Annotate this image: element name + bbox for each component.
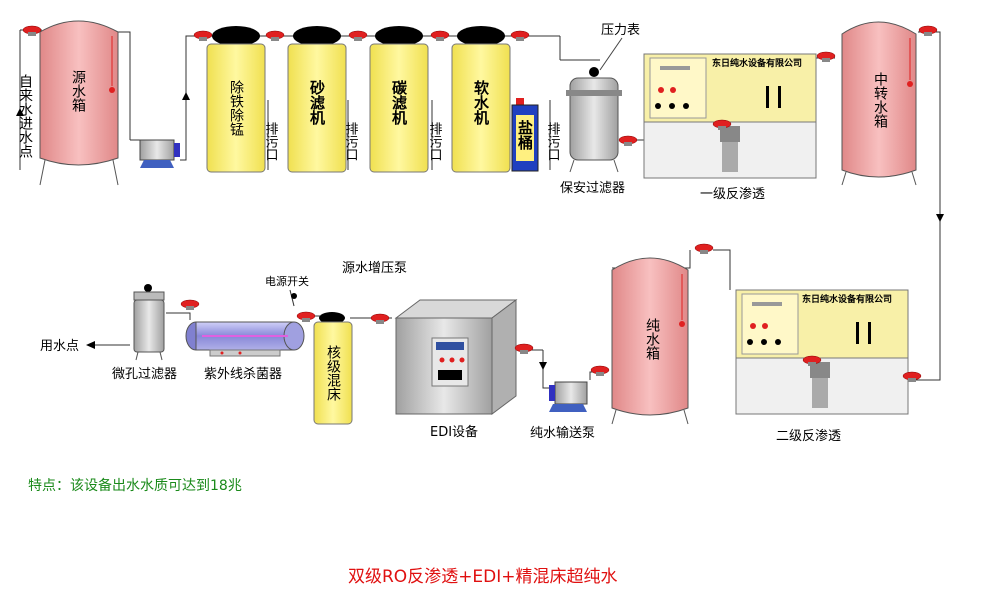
- ro-unit-1: 东日纯水设备有限公司: [643, 53, 817, 179]
- security-filter: [566, 67, 622, 173]
- ro-unit-2: 东日纯水设备有限公司: [735, 289, 909, 415]
- arrow-left-icon: [86, 341, 95, 349]
- valve-icon: [816, 51, 836, 63]
- valve-icon: [296, 311, 316, 323]
- edi-unit: [394, 299, 518, 415]
- valve-icon: [694, 243, 714, 255]
- valve-icon: [370, 313, 390, 325]
- salt-bucket-label: 盐桶: [516, 119, 534, 151]
- ro2-label: 二级反渗透: [776, 429, 841, 444]
- security-filter-label: 保安过滤器: [560, 181, 625, 196]
- arrow-down-icon: [936, 214, 944, 222]
- ro1-plate: 东日纯水设备有限公司: [712, 57, 802, 69]
- flow-arrows: [16, 92, 944, 370]
- ro2-plate: 东日纯水设备有限公司: [802, 293, 892, 305]
- carbon-filter-label: 碳滤机: [390, 79, 408, 126]
- drain-label-1: 排污口: [263, 122, 279, 161]
- micro-filter: [133, 284, 165, 361]
- arrow-up-icon: [182, 92, 190, 100]
- arrow-up-icon: [16, 108, 24, 116]
- arrow-down-icon: [539, 362, 547, 370]
- pure-tank: 纯水箱: [611, 257, 689, 425]
- intermediate-tank: 中转水箱: [841, 21, 917, 186]
- valve-icon: [22, 25, 42, 37]
- valve-icon: [514, 343, 534, 355]
- filter-carbon: 碳滤机: [369, 26, 429, 173]
- pure-water-pump-icon: [549, 381, 588, 412]
- pure-pump-label: 纯水输送泵: [530, 425, 595, 441]
- tap-water-label: 自来水进水点: [17, 74, 33, 158]
- gauge-icon: [144, 284, 152, 292]
- filter-iron-manganese: 除铁除锰: [206, 26, 266, 173]
- use-point-label: 用水点: [40, 339, 79, 354]
- drain-label-4: 排污口: [545, 122, 561, 161]
- filter-sand: 砂滤机: [287, 26, 347, 173]
- mixed-bed-label: 核级混床: [325, 345, 341, 401]
- pure-tank-label: 纯水箱: [644, 318, 660, 360]
- uv-sterilizer: [185, 321, 305, 357]
- intermediate-tank-label: 中转水箱: [872, 72, 888, 128]
- valve-icon: [265, 30, 285, 42]
- power-switch-icon: [289, 289, 297, 307]
- mixed-bed: 核级混床: [313, 312, 353, 425]
- valve-icon: [180, 299, 200, 311]
- sand-filter-label: 砂滤机: [308, 79, 326, 126]
- source-pump-icon: [139, 139, 180, 168]
- softener-label: 软水机: [472, 79, 490, 126]
- diagram-title: 双级RO反渗透+EDI+精混床超纯水: [348, 567, 618, 587]
- valve-icon: [590, 365, 610, 377]
- valve-icon: [918, 25, 938, 37]
- edi-label: EDI设备: [430, 424, 478, 440]
- source-tank: 源水箱: [39, 20, 119, 186]
- valve-icon: [193, 30, 213, 42]
- ro1-label: 一级反渗透: [700, 187, 765, 202]
- valve-icon: [510, 30, 530, 42]
- power-switch-label: 电源开关: [265, 274, 309, 288]
- micro-filter-label: 微孔过滤器: [112, 367, 177, 382]
- salt-bucket: 盐桶: [511, 98, 539, 172]
- source-tank-label: 源水箱: [70, 70, 86, 112]
- valve-icon: [348, 30, 368, 42]
- pressure-gauge-pointer: [599, 37, 623, 71]
- drain-label-2: 排污口: [343, 122, 359, 161]
- feature-note: 特点：该设备出水水质可达到18兆: [28, 477, 242, 494]
- iron-manganese-label: 除铁除锰: [228, 80, 244, 136]
- filter-softener: 软水机: [451, 26, 511, 173]
- valve-icon: [430, 30, 450, 42]
- drain-label-3: 排污口: [427, 122, 443, 161]
- uv-label: 紫外线杀菌器: [204, 367, 282, 382]
- gauge-icon: [589, 67, 599, 77]
- booster-pump-label: 源水增压泵: [342, 261, 407, 276]
- valve-icon: [618, 135, 638, 147]
- pressure-gauge-label: 压力表: [601, 23, 640, 38]
